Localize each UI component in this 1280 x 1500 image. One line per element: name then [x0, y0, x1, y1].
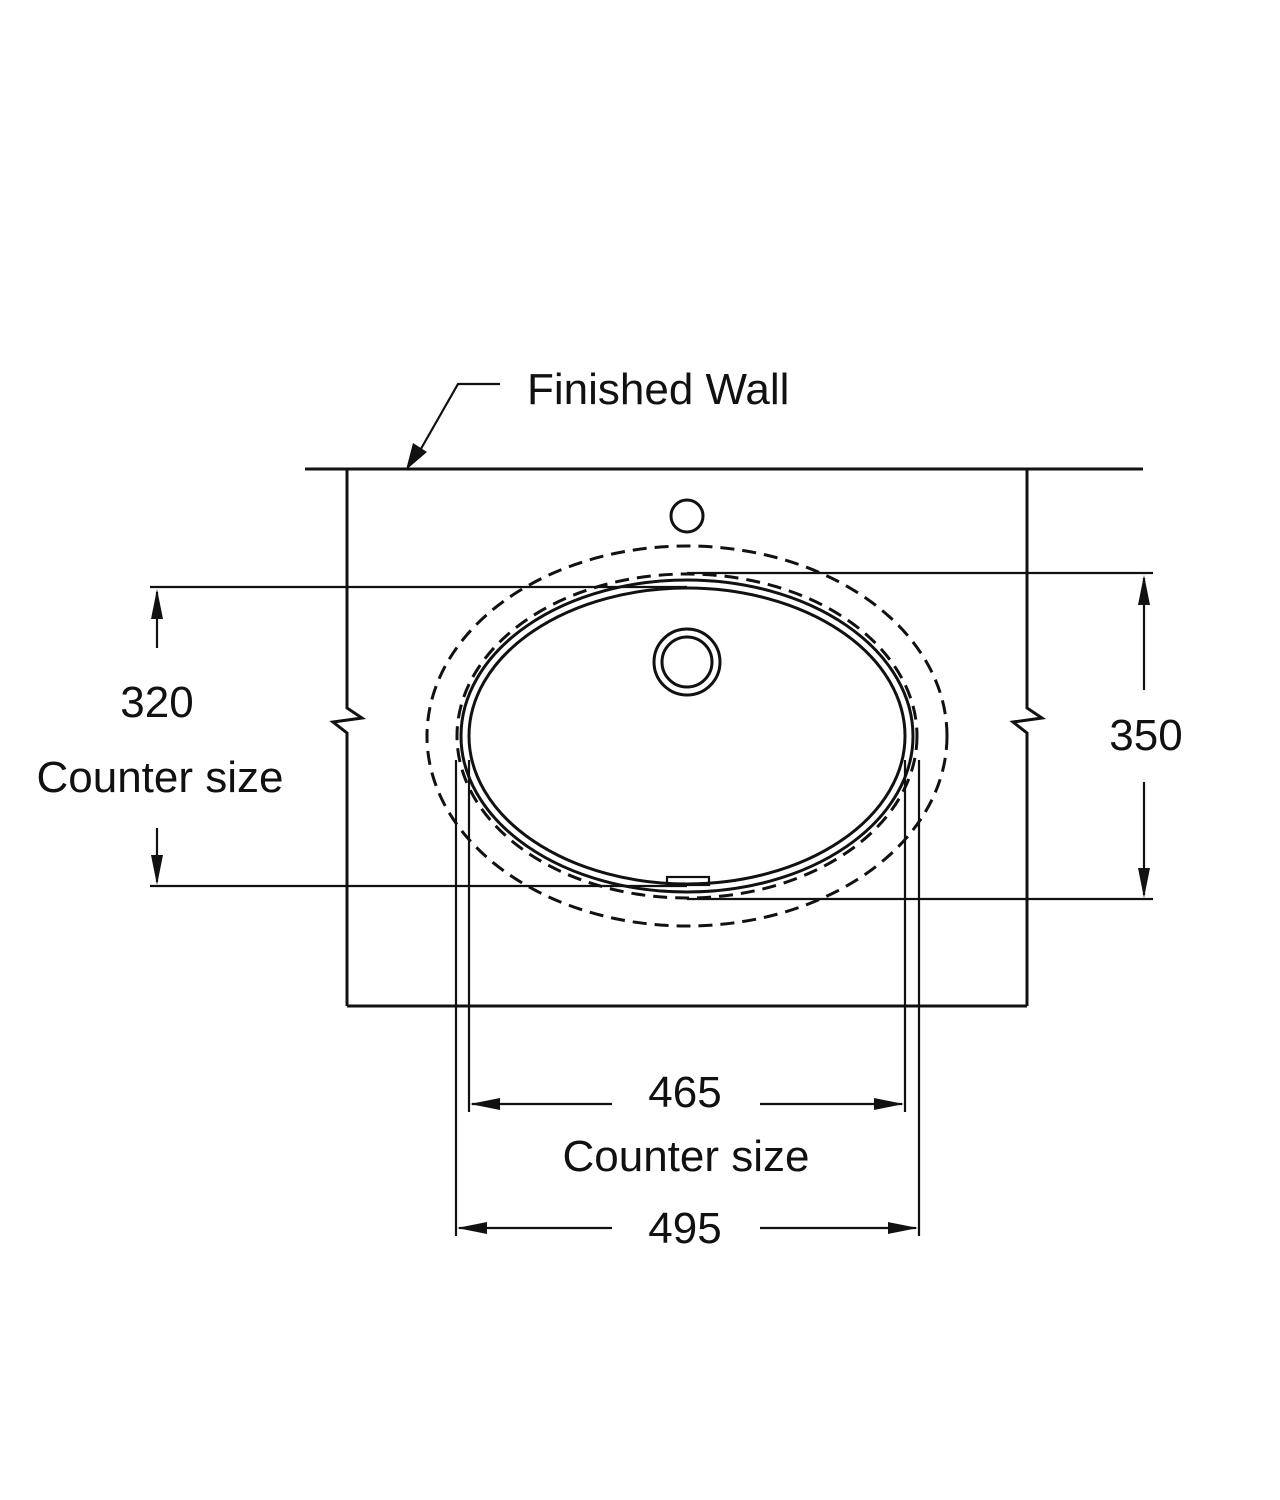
dimension-counter-depth: 320 Counter size — [36, 585, 687, 888]
countertop-right-edge — [1009, 469, 1047, 1006]
overflow-slot — [665, 875, 711, 887]
countertop-left-edge — [329, 469, 367, 1006]
depth-arrow-down — [151, 855, 163, 885]
depth-counter-value: 320 — [120, 678, 193, 727]
width-arrow-right — [874, 1098, 904, 1110]
depth-arrow-up — [151, 589, 163, 619]
countertop-outline — [329, 469, 1047, 1008]
finished-wall: Finished Wall — [305, 365, 1143, 471]
width-arrow-left — [470, 1098, 500, 1110]
finished-wall-label: Finished Wall — [527, 365, 789, 414]
finished-wall-leader — [417, 382, 500, 455]
finished-wall-leader-arrowhead — [406, 443, 427, 470]
overall-depth-arrow-down — [1138, 868, 1150, 898]
dimension-overall-width: 495 — [454, 760, 921, 1253]
depth-counter-caption: Counter size — [36, 753, 283, 802]
depth-overall-value: 350 — [1109, 711, 1182, 760]
basin — [425, 544, 949, 928]
width-counter-value: 465 — [648, 1068, 721, 1117]
drain-inner — [660, 635, 714, 689]
basin-bowl — [467, 586, 907, 886]
faucet-hole — [669, 498, 705, 534]
dimension-counter-width: 465 Counter size — [467, 760, 907, 1181]
basin-cutout-dashed — [455, 572, 919, 900]
dimension-overall-depth: 350 — [687, 571, 1183, 901]
overall-depth-arrow-up — [1138, 575, 1150, 605]
width-counter-caption: Counter size — [562, 1132, 809, 1181]
overall-width-arrow-right — [888, 1222, 918, 1234]
basin-rim — [459, 578, 915, 894]
drain-outer — [652, 627, 722, 697]
overall-width-arrow-left — [457, 1222, 487, 1234]
basin-outer-rim-dashed — [425, 544, 949, 928]
width-overall-value: 495 — [648, 1204, 721, 1253]
